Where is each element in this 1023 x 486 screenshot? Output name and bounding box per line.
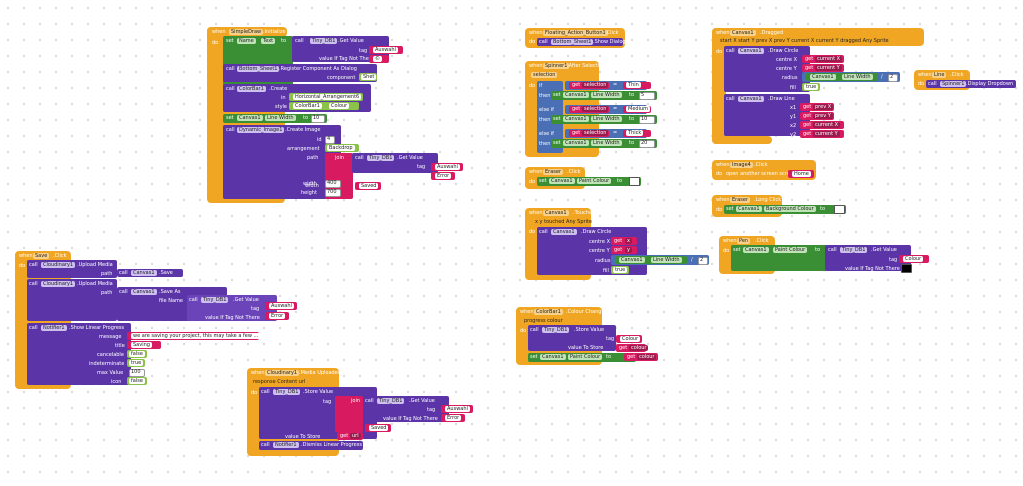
block-save-click[interactable]: when Save .Click do call Cloudinary1 .Up…: [15, 251, 277, 389]
block-cloudinary-uploaded[interactable]: when Cloudinary1 .Media Uploaded respons…: [247, 368, 477, 456]
save-click-tag-strings[interactable]: Auswahl Error: [265, 302, 305, 322]
block-canvas-touched[interactable]: when Canvas1 .Touched x y touched Any Sp…: [525, 208, 710, 280]
option-label: Medium: [626, 106, 650, 112]
colour-swatch[interactable]: [901, 264, 912, 273]
option-label: Thin: [626, 82, 641, 88]
block-eraser-click[interactable]: when Eraser .Click do set Canvas1 Paint …: [525, 167, 645, 189]
option-label: Thick: [626, 130, 644, 136]
text-property[interactable]: Text: [261, 38, 276, 44]
width-number[interactable]: [639, 116, 655, 124]
event-name: .Initialize: [263, 29, 286, 35]
block-simpledraw-initialize[interactable]: when SimpleDraw .Initialize do set Name …: [207, 27, 463, 203]
colour-swatch[interactable]: [834, 205, 845, 214]
do-label: do: [212, 40, 219, 46]
block-pen-click[interactable]: when Pen .Click do set Canvas1 Paint Col…: [719, 236, 935, 274]
width-number[interactable]: [639, 140, 655, 148]
width-value: 5: [641, 92, 645, 98]
if-label: else if: [539, 131, 554, 137]
block-image4-click[interactable]: when Image4 .Click do open another scree…: [712, 160, 816, 180]
when-label: when: [212, 29, 226, 35]
then-label: then: [539, 93, 551, 99]
width-value: 10: [641, 116, 648, 122]
if-label: else if: [539, 107, 554, 113]
event-component[interactable]: SimpleDraw: [229, 29, 264, 35]
if-label: if: [539, 83, 543, 89]
name-component[interactable]: Name: [237, 38, 256, 44]
then-label: then: [539, 117, 551, 123]
colour-swatch[interactable]: [629, 177, 640, 186]
simpledraw-width-height[interactable]: width 400 height 700: [301, 180, 343, 198]
block-colorbar-changed[interactable]: when ColorBar1 .Colour Changed progress …: [516, 307, 661, 365]
width-value: 20: [641, 140, 648, 146]
block-eraser-longclick[interactable]: when Eraser .Long Click do set Canvas1 B…: [712, 195, 848, 217]
block-canvas-dragged[interactable]: when Canvas1 .Dragged start X start Y pr…: [712, 28, 924, 144]
block-fab-click[interactable]: when Floating_Action_Button1 .Click do c…: [525, 28, 626, 48]
then-label: then: [539, 141, 551, 147]
width-number[interactable]: [639, 92, 655, 100]
block-spinner-after-selecting[interactable]: when Spinner1 .After Selecting selection…: [525, 61, 690, 157]
block-line-click[interactable]: when Line .Click do call Spinner1 .Displ…: [914, 70, 1018, 90]
create-image-block[interactable]: [223, 125, 341, 199]
